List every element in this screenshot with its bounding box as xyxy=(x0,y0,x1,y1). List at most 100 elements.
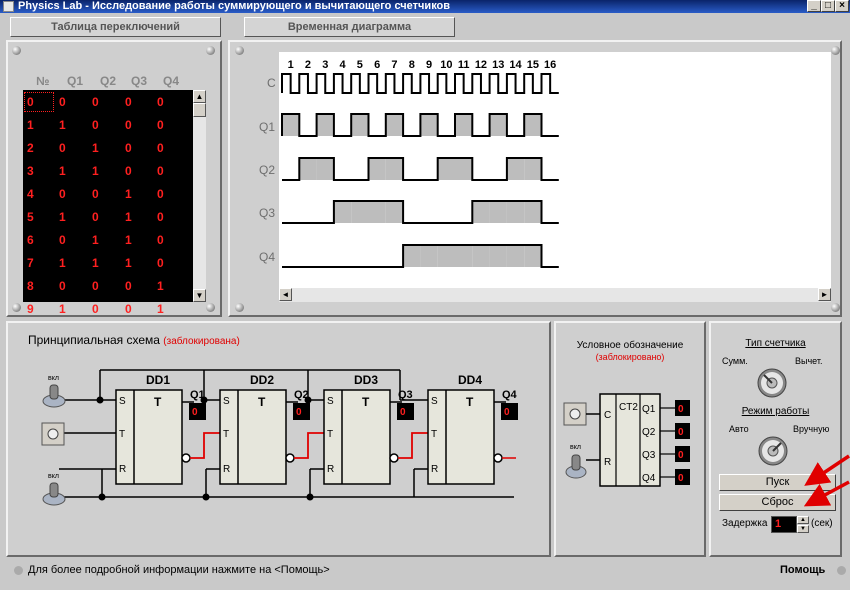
status-bar: Для более подробной информации нажмите н… xyxy=(6,561,846,579)
junction xyxy=(202,493,210,501)
pin-t: T xyxy=(431,429,437,440)
table-cell: 0 xyxy=(157,233,164,247)
junction xyxy=(96,396,104,404)
minimize-button[interactable]: _ xyxy=(807,0,821,12)
table-cell: 0 xyxy=(92,118,99,132)
symbol-title: Условное обозначение xyxy=(576,340,684,351)
maximize-button[interactable]: □ xyxy=(821,0,835,12)
pin-out: Q4 xyxy=(642,473,656,484)
table-cell: 7 xyxy=(27,256,34,270)
delay-spinner[interactable]: ▲ ▼ xyxy=(797,516,809,533)
q1-high-segment xyxy=(316,114,334,136)
pin-s: S xyxy=(223,396,230,407)
clock-number: 12 xyxy=(475,59,487,71)
screw-icon xyxy=(206,303,215,312)
q4-high-segment xyxy=(420,245,438,267)
delay-unit: (сек) xyxy=(811,518,833,529)
chip-label: CT2 xyxy=(619,402,638,413)
q2-high-segment xyxy=(316,158,334,180)
junction xyxy=(306,493,314,501)
table-scrollbar[interactable]: ▲ ▼ xyxy=(193,90,206,302)
table-cell: 0 xyxy=(59,187,66,201)
table-header-n: № xyxy=(36,74,50,88)
flipflop-4 xyxy=(427,389,495,485)
table-cell: 0 xyxy=(59,95,66,109)
app-icon xyxy=(3,1,14,12)
table-cell: 1 xyxy=(92,233,99,247)
pin-r: R xyxy=(223,464,230,475)
delay-label: Задержка xyxy=(722,518,768,529)
pin-r: R xyxy=(604,457,611,468)
output-led xyxy=(189,403,206,420)
screw-icon xyxy=(831,46,840,55)
clock-number: 13 xyxy=(492,59,504,71)
switch-lever xyxy=(571,454,581,471)
mode-knob[interactable] xyxy=(756,434,790,473)
flipflop-3 xyxy=(323,389,391,485)
annotation-arrows xyxy=(800,452,850,508)
delay-input[interactable]: 1 xyxy=(771,516,797,533)
table-cell: 2 xyxy=(27,141,34,155)
sum-label: Сумм. xyxy=(722,356,748,366)
inverted-output xyxy=(493,453,503,463)
table-cell: 0 xyxy=(125,141,132,155)
carry-wire xyxy=(294,432,324,459)
status-hint: Для более подробной информации нажмите н… xyxy=(28,564,330,576)
q4-high-segment xyxy=(437,245,455,267)
flipflop-label: DD3 xyxy=(354,373,378,387)
scroll-up-icon[interactable]: ▲ xyxy=(193,90,206,103)
table-cell: 1 xyxy=(59,210,66,224)
table-cell: 0 xyxy=(59,279,66,293)
table-cell: 4 xyxy=(27,187,34,201)
timing-hscrollbar[interactable]: ◄ ► xyxy=(279,288,831,302)
q3-high-segment xyxy=(385,201,404,223)
output-value: 0 xyxy=(400,407,406,418)
table-cell: 1 xyxy=(125,187,132,201)
scroll-right-icon[interactable]: ► xyxy=(818,288,831,301)
tab-timing-diagram[interactable]: Временная диаграмма xyxy=(244,17,455,37)
q3-high-segment xyxy=(351,201,369,223)
q1-high-segment xyxy=(351,114,369,136)
table-cell: 1 xyxy=(92,256,99,270)
close-button[interactable]: × xyxy=(835,0,849,12)
q1-high-segment xyxy=(455,114,473,136)
q4-high-segment xyxy=(506,245,525,267)
scroll-thumb[interactable] xyxy=(193,103,206,117)
pin-r: R xyxy=(327,464,334,475)
help-button[interactable]: Помощь xyxy=(780,564,826,576)
table-cell: 0 xyxy=(125,302,132,316)
output-label: Q3 xyxy=(398,389,413,401)
tab-switch-table[interactable]: Таблица переключений xyxy=(10,17,221,37)
window-title: Physics Lab - Исследование работы суммир… xyxy=(18,0,451,12)
output-led xyxy=(397,403,414,420)
q4-waveform xyxy=(282,244,559,268)
row-selection xyxy=(24,92,54,112)
clock-number: 5 xyxy=(357,59,363,71)
scroll-down-icon[interactable]: ▼ xyxy=(193,289,206,302)
output-label: Q2 xyxy=(294,389,309,401)
counter-type-knob[interactable] xyxy=(755,366,789,405)
pin-out: Q1 xyxy=(642,404,656,415)
table-cell: 1 xyxy=(59,256,66,270)
scroll-left-icon[interactable]: ◄ xyxy=(279,288,292,301)
table-cell: 1 xyxy=(92,141,99,155)
spin-down-icon[interactable]: ▼ xyxy=(797,525,809,533)
spin-up-icon[interactable]: ▲ xyxy=(797,516,809,524)
q4-high-segment xyxy=(524,245,542,267)
manual-label: Вручную xyxy=(793,424,830,434)
q2-high-segment xyxy=(437,158,455,180)
pin-out: Q3 xyxy=(642,450,656,461)
clock-number: 7 xyxy=(391,59,397,71)
